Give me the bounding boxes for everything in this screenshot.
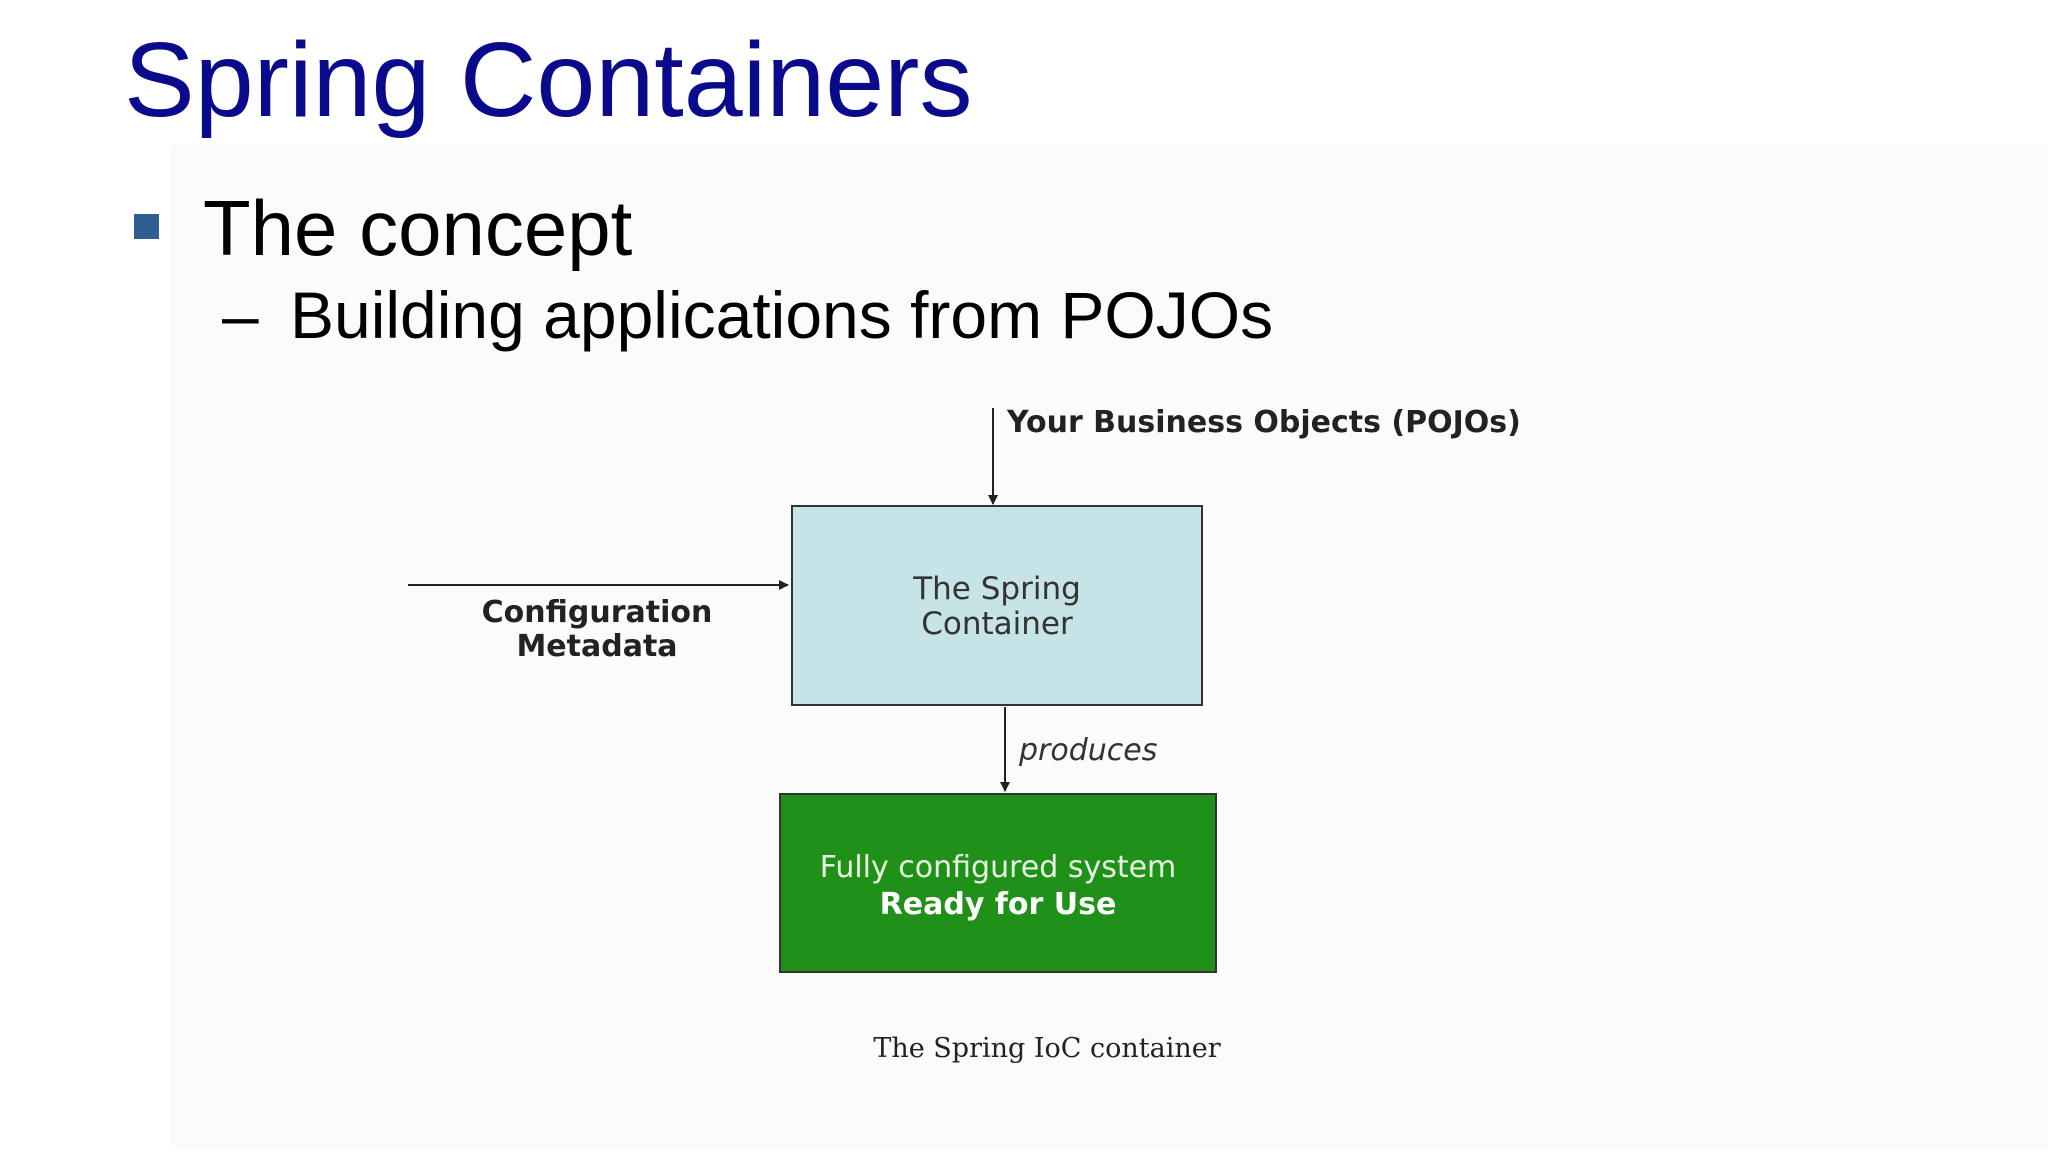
container-label-line2: Container: [921, 606, 1073, 642]
bullet-square-icon: [134, 214, 159, 239]
figure-caption: The Spring IoC container: [873, 1033, 1220, 1064]
config-label-line2: Metadata: [516, 629, 677, 664]
config-label-line1: Configuration: [482, 595, 713, 630]
spring-container-box: [791, 505, 1203, 706]
produces-label: produces: [1018, 733, 1157, 768]
configured-system-box: [779, 793, 1217, 973]
subbullet-text: Building applications from POJOs: [290, 278, 1274, 352]
pojo-input-label: Your Business Objects (POJOs): [1006, 405, 1521, 440]
bullet-text: The concept: [203, 184, 633, 272]
output-label-line2: Ready for Use: [880, 887, 1117, 922]
output-label-line1: Fully configured system: [820, 850, 1177, 885]
slide-title: Spring Containers: [124, 21, 973, 139]
container-label-line1: The Spring: [912, 571, 1081, 607]
subbullet-dash: –: [222, 278, 259, 352]
